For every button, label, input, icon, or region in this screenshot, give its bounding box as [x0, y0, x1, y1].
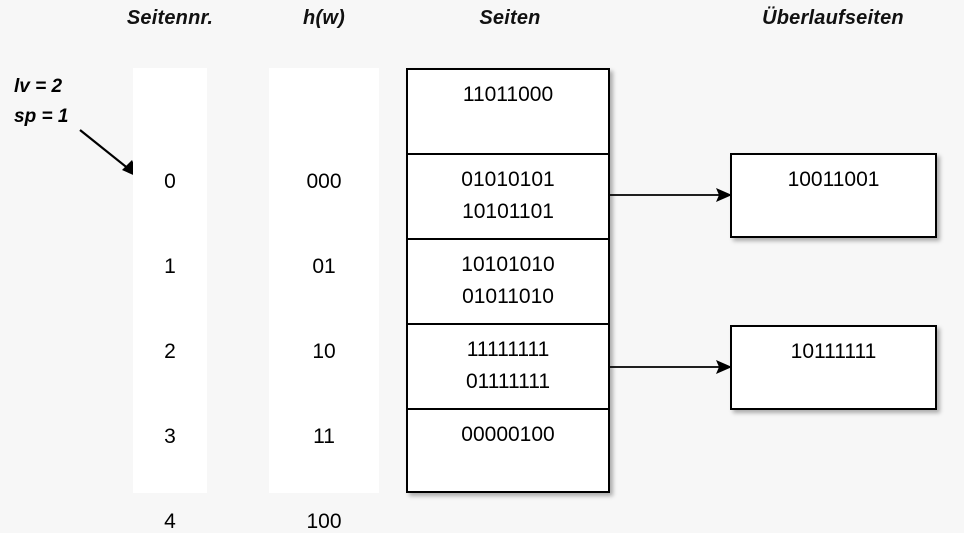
hash-value-1: 01	[312, 255, 336, 278]
page-row: 00000100	[408, 410, 608, 495]
page-row: 01010101 10101101	[408, 155, 608, 240]
record-value: 01011010	[462, 285, 554, 308]
hash-value-4: 100	[306, 510, 342, 533]
record-value: 10011001	[787, 168, 880, 191]
page-number-value-1: 1	[164, 255, 176, 278]
column-header-page-number: Seitennr.	[126, 7, 214, 29]
record-value: 11011000	[462, 83, 554, 106]
overflow-connector-arrow-icon	[609, 360, 732, 374]
page-number-value-2: 2	[164, 340, 176, 363]
page-number-column: 0 1 2 3 4	[133, 68, 207, 532]
page-row: 10101010 01011010	[408, 240, 608, 325]
record-value: 11111111	[466, 338, 550, 361]
record-value: 00000100	[461, 423, 555, 446]
overflow-connector-arrow-icon	[609, 188, 732, 202]
record-value: 01010101	[461, 168, 555, 191]
extendible-hashing-diagram: Seitennr. h(w) Seiten Überlaufseiten lv …	[14, 7, 937, 532]
hash-value-2: 10	[312, 340, 336, 363]
pages-table: 11011000 01010101 10101101 10101010 0101…	[406, 68, 610, 493]
page-row: 11111111 01111111	[408, 325, 608, 410]
record-value: 10111111	[790, 340, 877, 363]
hash-value-0: 000	[306, 170, 342, 193]
page-number-value-0: 0	[164, 170, 176, 193]
column-header-overflow-pages: Überlaufseiten	[762, 7, 904, 29]
column-header-pages: Seiten	[479, 7, 541, 29]
hash-value-3: 11	[313, 425, 335, 448]
overflow-page: 10011001	[730, 153, 937, 238]
record-value: 10101101	[462, 200, 554, 223]
column-header-hash-function: h(w)	[303, 7, 345, 29]
page-number-value-4: 4	[164, 510, 176, 533]
level-parameter: lv = 2	[14, 76, 63, 97]
split-pointer-parameter: sp = 1	[14, 106, 69, 127]
overflow-page: 10111111	[730, 325, 937, 410]
record-value: 01111111	[465, 370, 551, 393]
page-row: 11011000	[408, 70, 608, 155]
hash-parameters: lv = 2 sp = 1	[14, 72, 68, 132]
record-value: 10101010	[461, 253, 555, 276]
page-number-value-3: 3	[164, 425, 176, 448]
hash-value-column: 000 01 10 11 100	[269, 68, 379, 532]
